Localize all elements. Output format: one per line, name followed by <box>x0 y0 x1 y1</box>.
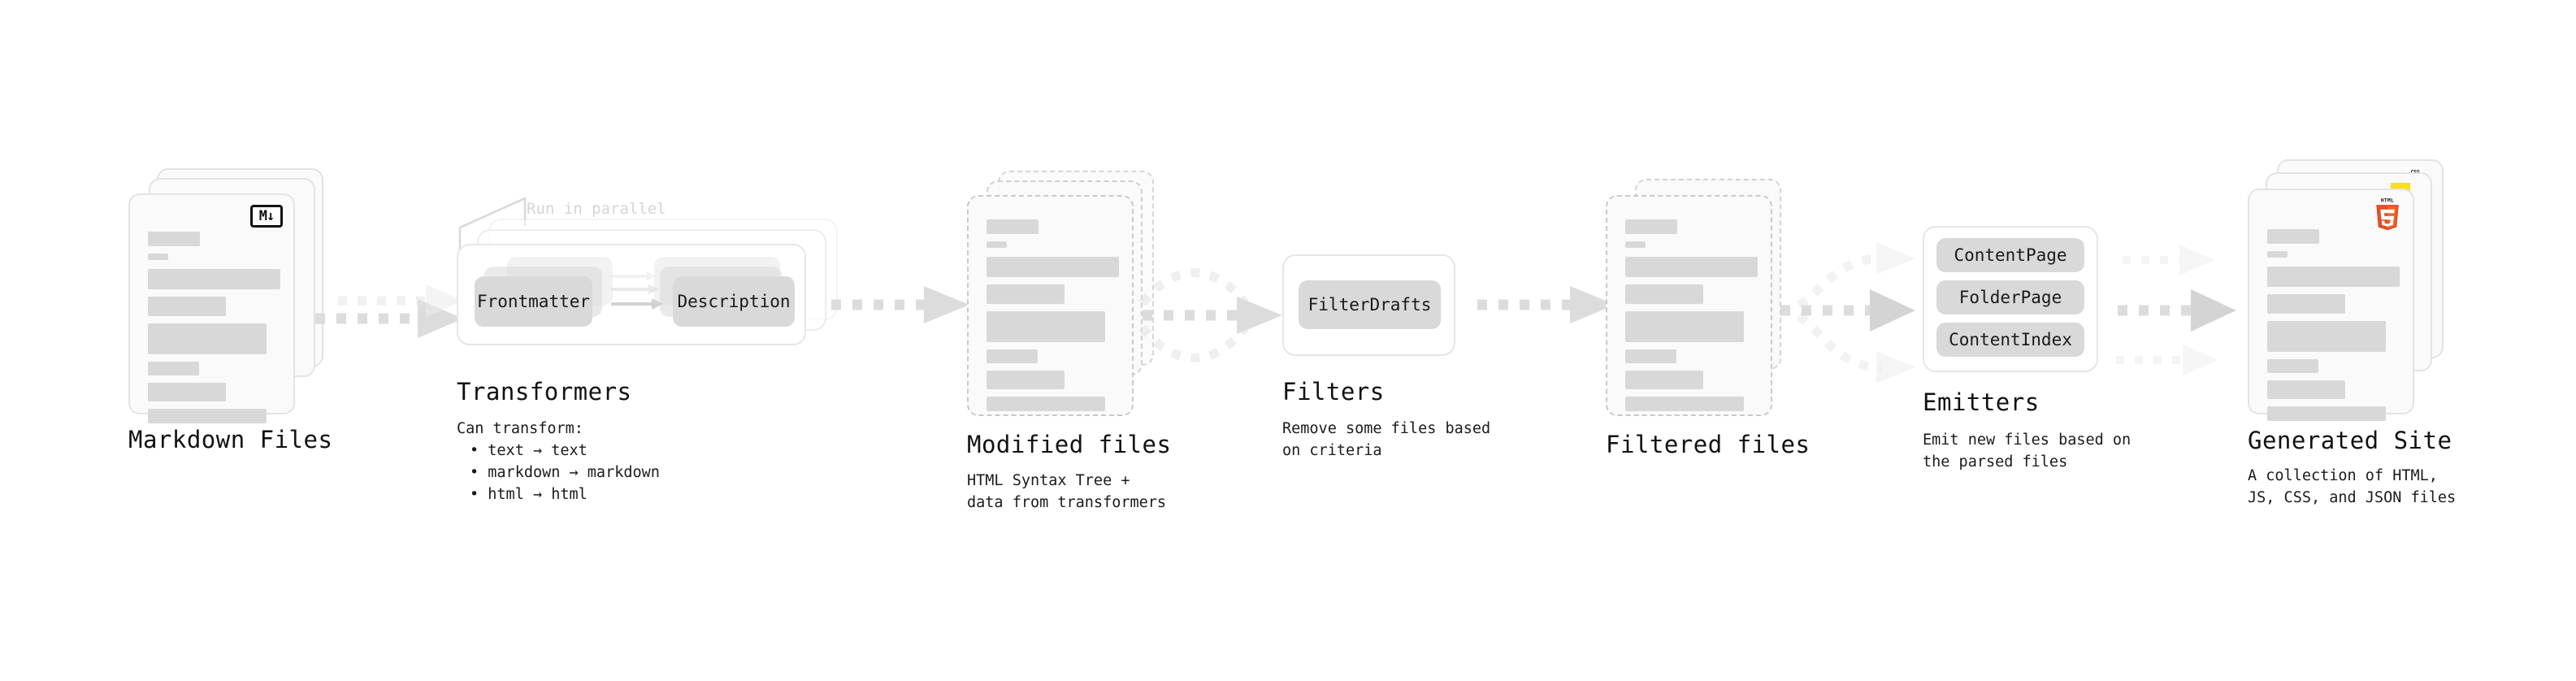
filter-chip-filterdrafts[interactable]: FilterDrafts <box>1299 280 1441 329</box>
markdown-file-placeholder-bars <box>148 232 280 431</box>
markdown-icon: M↓ <box>250 205 283 228</box>
filtered-file-card-front <box>1606 195 1772 416</box>
generated-site-title: Generated Site <box>2248 427 2452 454</box>
emitters-desc-line-1: the parsed files <box>1923 453 2068 471</box>
run-in-parallel-bracket <box>458 197 527 254</box>
markdown-file-card-front: M↓ <box>128 193 295 423</box>
transformers-desc-item-0: • text → text <box>470 442 588 459</box>
transformer-chip-frontmatter[interactable]: Frontmatter <box>475 276 592 327</box>
arrow-markdown-to-transformers <box>315 284 463 338</box>
arrow-transformers-to-modified <box>831 286 969 323</box>
generated-site-card-front: HTML <box>2248 189 2414 421</box>
modified-files-desc-line-1: data from transformers <box>967 494 1167 511</box>
generated-site-placeholder-bars <box>2267 229 2400 428</box>
transformer-chip-description[interactable]: Description <box>673 276 795 327</box>
transformer-inner-arrows <box>611 271 663 310</box>
transformers-desc-item-1: • markdown → markdown <box>470 464 660 481</box>
transformers-title: Transformers <box>457 378 632 406</box>
filtered-file-placeholder-bars <box>1625 219 1758 419</box>
arrow-filtered-to-emitters <box>1780 242 1915 384</box>
transformers-desc-heading: Can transform: <box>457 420 583 437</box>
arrow-filters-to-filtered <box>1477 286 1615 323</box>
run-in-parallel-label: Run in parallel <box>527 200 666 218</box>
filters-desc-line-1: on criteria <box>1282 442 1382 459</box>
emitters-title: Emitters <box>1923 388 2040 416</box>
modified-file-placeholder-bars <box>987 219 1119 419</box>
markdown-files-title: Markdown Files <box>128 426 333 453</box>
modified-file-card-front <box>967 195 1134 416</box>
emitters-desc-line-0: Emit new files based on <box>1923 432 2131 449</box>
html5-icon: HTML <box>2376 198 2399 231</box>
modified-files-title: Modified files <box>967 431 1172 458</box>
arrow-modified-to-filters <box>1138 268 1282 362</box>
filtered-files-title: Filtered files <box>1606 431 1811 458</box>
svg-text:HTML: HTML <box>2381 198 2394 204</box>
emitter-chip-contentpage[interactable]: ContentPage <box>1936 238 2084 272</box>
arrow-emitters-to-site <box>2116 245 2236 375</box>
filters-desc-line-0: Remove some files based <box>1282 420 1491 437</box>
emitter-chip-folderpage[interactable]: FolderPage <box>1936 280 2084 314</box>
filters-title: Filters <box>1282 378 1385 406</box>
transformers-desc-item-2: • html → html <box>470 486 588 503</box>
emitter-chip-contentindex[interactable]: ContentIndex <box>1936 323 2084 357</box>
modified-files-desc-line-0: HTML Syntax Tree + <box>967 472 1130 489</box>
generated-site-desc-line-1: JS, CSS, and JSON files <box>2248 489 2457 506</box>
generated-site-desc-line-0: A collection of HTML, <box>2248 467 2438 484</box>
